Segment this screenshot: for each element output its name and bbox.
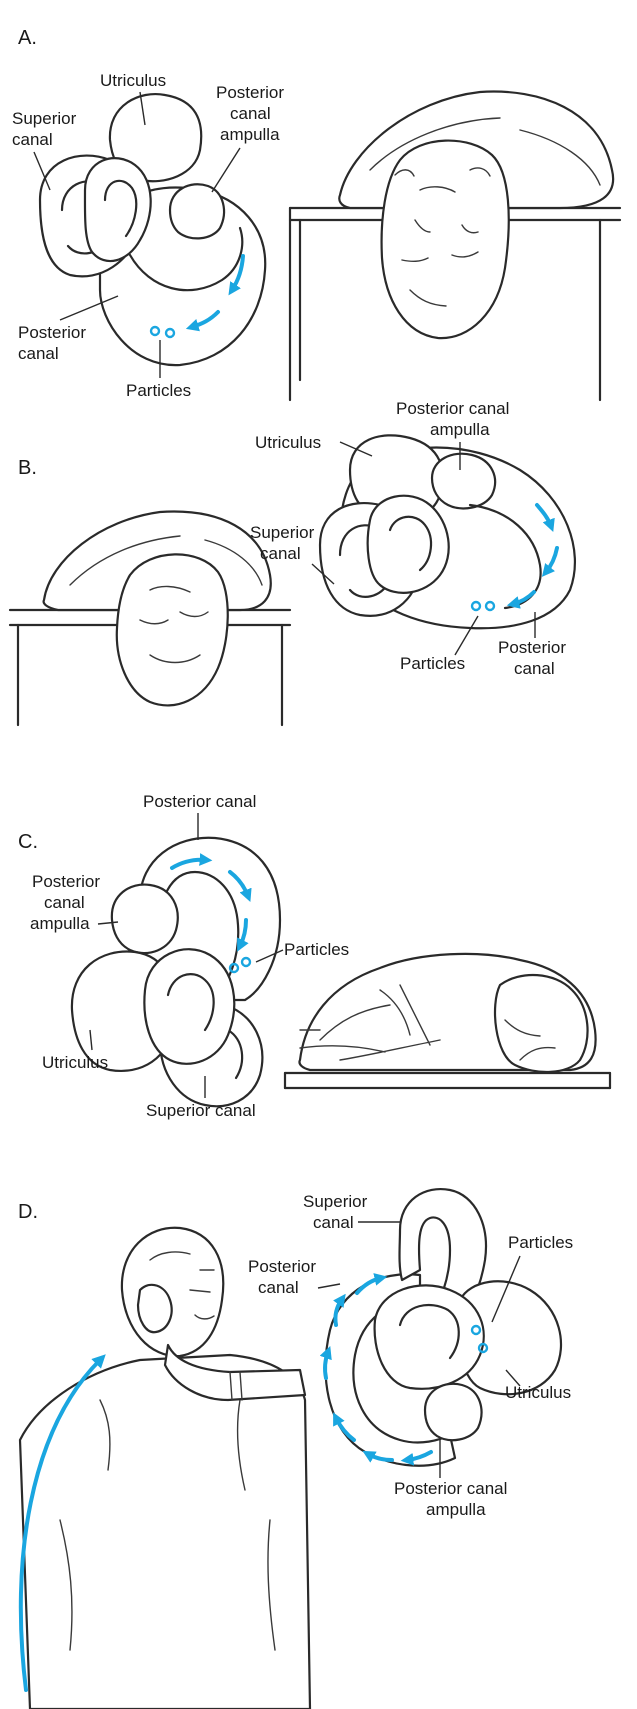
label-particles: Particles	[126, 381, 191, 400]
label-posterior-canal-line1: Posterior	[498, 638, 566, 657]
label-superior-canal-line1: Superior	[250, 523, 315, 542]
label-posterior-canal-line2: canal	[514, 659, 555, 678]
panel-d-labyrinth	[325, 1189, 561, 1466]
label-superior-canal: Superior canal	[146, 1101, 256, 1120]
panel-b-letter: B.	[18, 457, 37, 479]
panel-a-letter: A.	[18, 27, 37, 49]
posterior-canal-ampulla-shape	[425, 1384, 481, 1440]
label-posterior-canal-ampulla-line1: Posterior canal	[394, 1479, 507, 1498]
patient-side-lying	[285, 954, 610, 1088]
posterior-canal-ampulla-shape	[432, 454, 495, 509]
posterior-canal-ampulla-shape	[170, 184, 224, 238]
label-posterior-canal-line1: Posterior	[18, 323, 86, 342]
label-posterior-canal-ampulla-line2: ampulla	[426, 1500, 486, 1519]
label-utriculus: Utriculus	[255, 433, 321, 452]
label-posterior-canal-ampulla-line1: Posterior	[216, 83, 284, 102]
label-posterior-canal-ampulla-line2: canal	[230, 104, 271, 123]
label-superior-canal-line1: Superior	[12, 109, 77, 128]
label-superior-canal-line2: canal	[313, 1213, 354, 1232]
label-posterior-canal: Posterior canal	[143, 792, 256, 811]
label-particles: Particles	[508, 1233, 573, 1252]
label-posterior-canal-ampulla-line1: Posterior	[32, 872, 100, 891]
label-superior-canal-line2: canal	[12, 130, 53, 149]
posterior-canal-ampulla-shape	[112, 885, 178, 953]
label-posterior-canal-line1: Posterior	[248, 1257, 316, 1276]
label-posterior-canal-ampulla-line1: Posterior canal	[396, 399, 509, 418]
panel-b-labyrinth	[320, 435, 575, 628]
patient-supine-head-hanging	[290, 92, 620, 400]
label-posterior-canal-ampulla-line2: canal	[44, 893, 85, 912]
label-utriculus: Utriculus	[100, 71, 166, 90]
label-particles: Particles	[284, 940, 349, 959]
label-superior-canal-line1: Superior	[303, 1192, 368, 1211]
label-posterior-canal-ampulla-line2: ampulla	[430, 420, 490, 439]
patient-head	[117, 554, 228, 705]
inner-loop	[375, 1285, 484, 1388]
inner-loop	[368, 496, 449, 593]
label-utriculus: Utriculus	[505, 1383, 571, 1402]
ear	[138, 1285, 172, 1332]
panel-d: D. Superior	[18, 1189, 573, 1709]
inner-loop	[144, 949, 234, 1064]
label-posterior-canal-line2: canal	[18, 344, 59, 363]
label-superior-canal-line2: canal	[260, 544, 301, 563]
label-posterior-canal-ampulla-line3: ampulla	[30, 914, 90, 933]
patient-head-turned	[10, 512, 290, 725]
label-utriculus: Utriculus	[42, 1053, 108, 1072]
label-particles: Particles	[400, 654, 465, 673]
panel-b: B. Utriculus	[10, 399, 575, 725]
panel-c-letter: C.	[18, 831, 38, 853]
panel-d-letter: D.	[18, 1201, 38, 1223]
panel-a: A. Utriculus Superior canal Posterior ca…	[12, 27, 620, 400]
label-posterior-canal-line2: canal	[258, 1278, 299, 1297]
patient-sitting	[20, 1228, 310, 1709]
panel-c: C. Posterior canal Posterior canal ampul…	[18, 792, 610, 1120]
label-posterior-canal-ampulla-line3: ampulla	[220, 125, 280, 144]
